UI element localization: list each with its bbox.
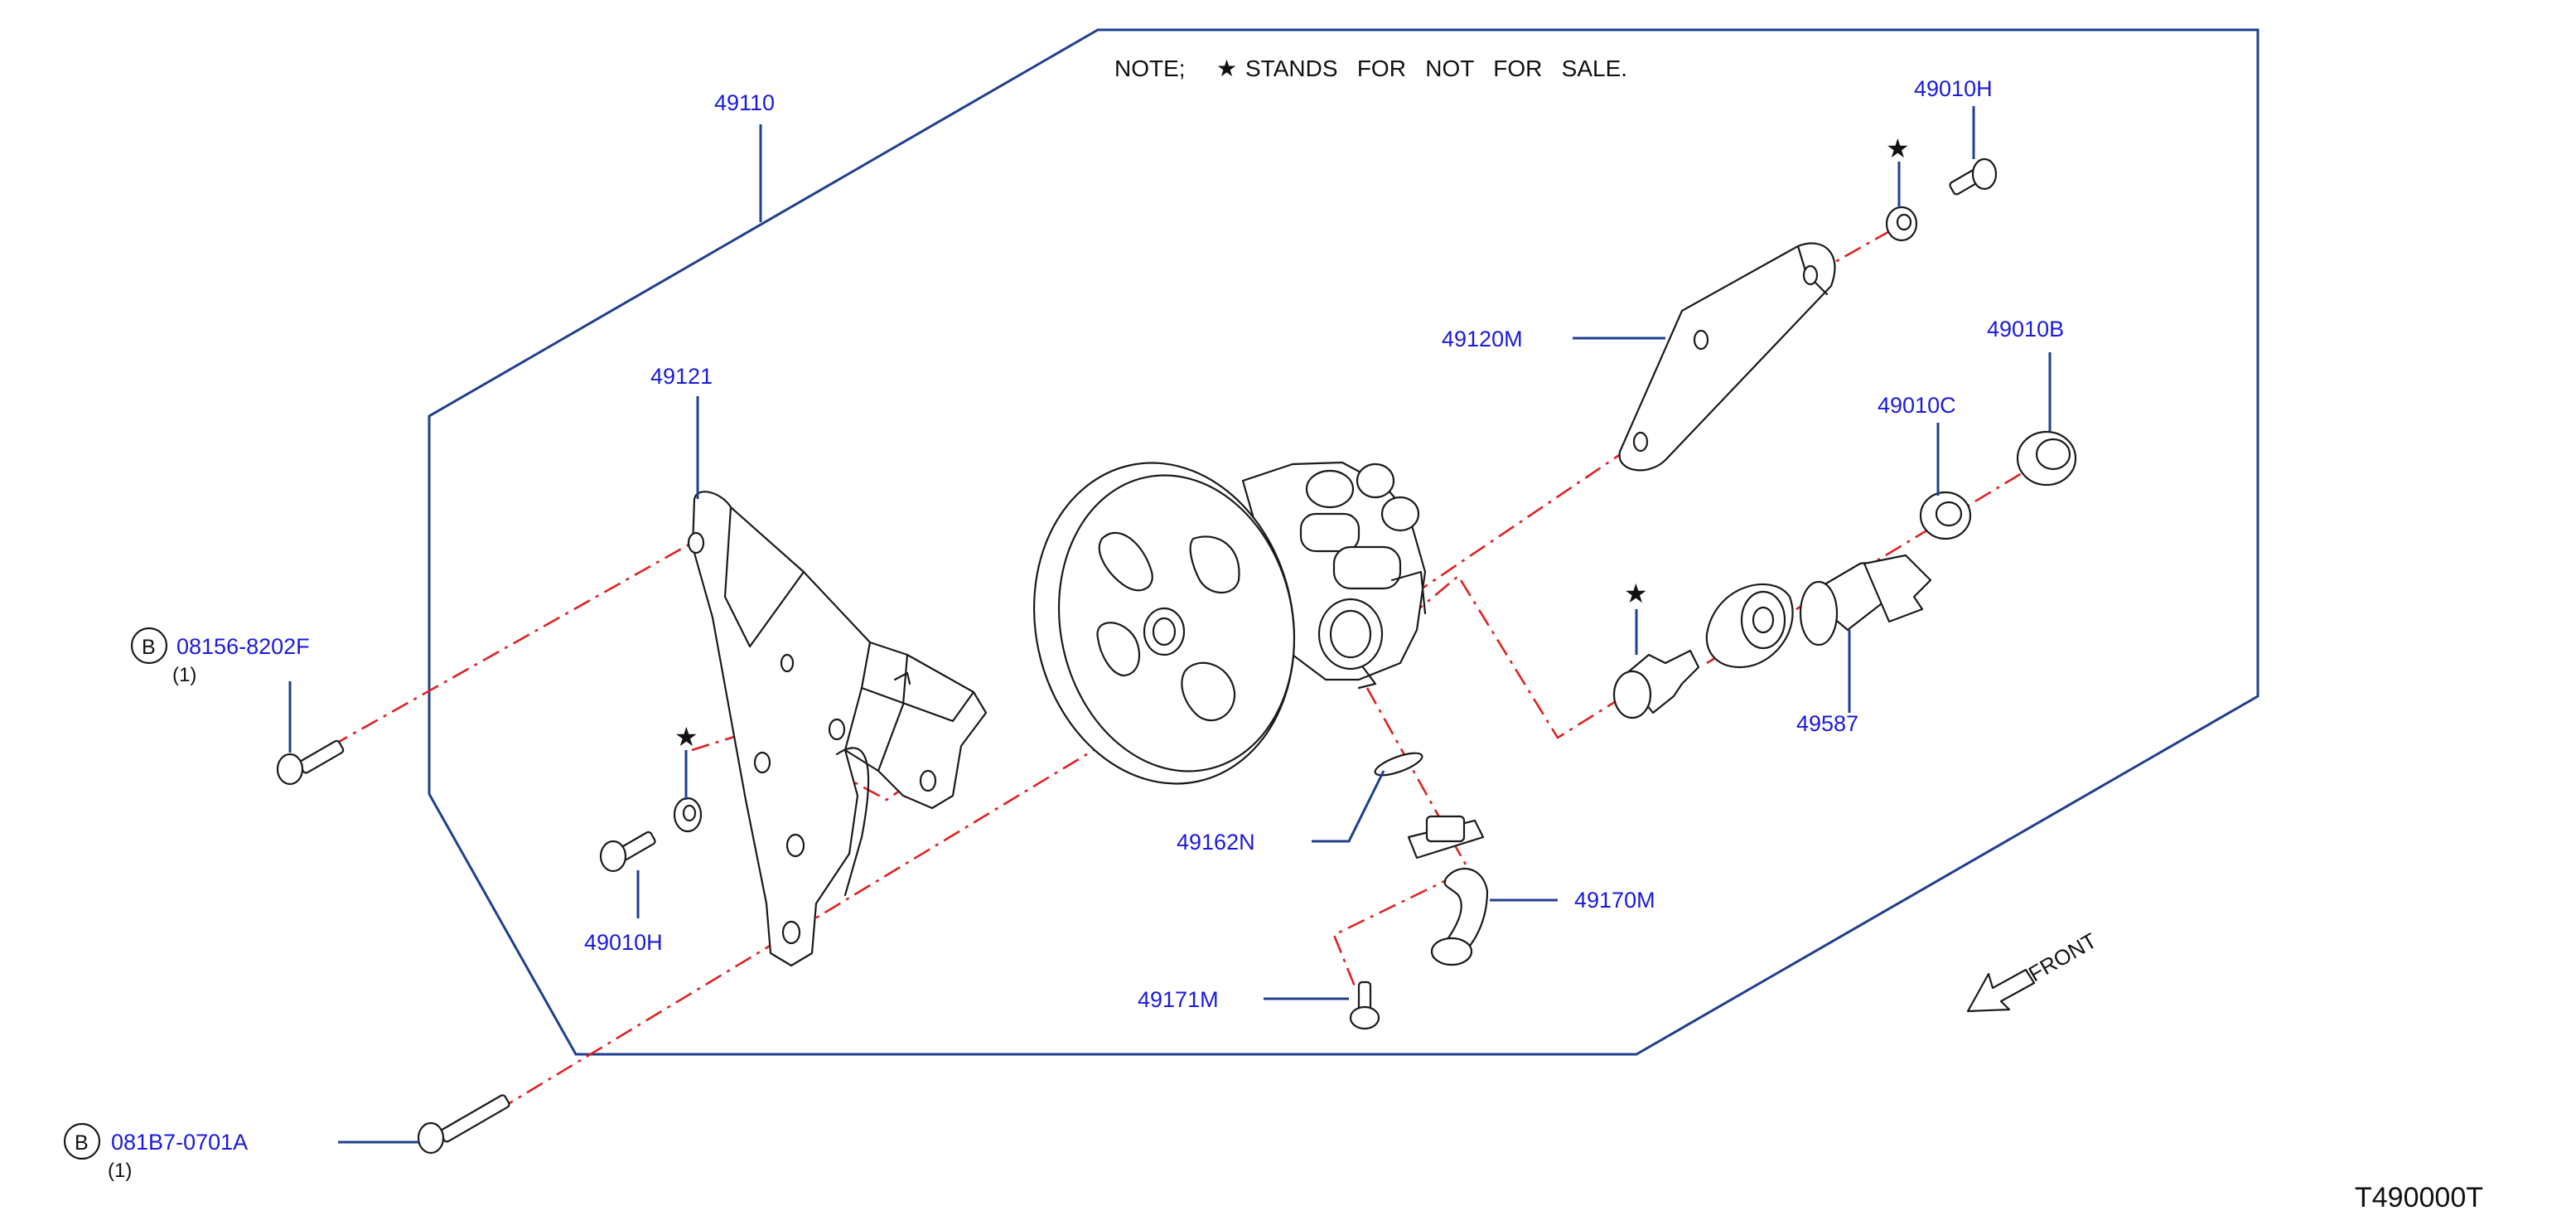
label-49010B: 49010B	[1987, 317, 2064, 341]
leader-lines	[288, 106, 2052, 1144]
label-49171M: 49171M	[1138, 987, 1219, 1012]
nut-49010B	[2016, 430, 2077, 487]
pump-body	[1241, 461, 1427, 690]
washer-49010C	[1919, 491, 1972, 540]
label-49120M: 49120M	[1442, 327, 1523, 351]
label-08156-qty: (1)	[172, 664, 196, 686]
label-49010H-left: 49010H	[584, 930, 663, 955]
bracket-49121	[687, 491, 988, 967]
diagram-code: T490000T	[2355, 1182, 2483, 1213]
label-49110: 49110	[714, 90, 775, 115]
assembly-frame	[428, 28, 2259, 1056]
washer-left	[673, 797, 703, 833]
label-49121: 49121	[650, 364, 713, 389]
front-arrow-icon	[1966, 968, 2036, 1013]
callout-circle-b-upper	[130, 627, 168, 665]
label-49170M: 49170M	[1574, 888, 1655, 913]
star-marker-switch: ★	[1624, 579, 1648, 608]
callout-b-upper: B	[142, 636, 156, 659]
washer-top	[1885, 206, 1918, 242]
callout-circle-b-lower	[63, 1122, 101, 1160]
label-08156-8202F: 08156-8202F	[176, 634, 310, 659]
label-49010C: 49010C	[1878, 393, 1956, 418]
label-49587: 49587	[1796, 711, 1858, 736]
bolt-081B7	[417, 1094, 510, 1155]
label-081B7-qty: (1)	[108, 1160, 132, 1182]
pulley	[1032, 462, 1296, 785]
connector-49587	[1612, 554, 1932, 719]
bolt-49010H-left	[599, 830, 656, 873]
bolt-49010H-top	[1949, 157, 1998, 196]
label-49010H-top: 49010H	[1914, 76, 1993, 101]
note-prefix: NOTE;	[1114, 56, 1186, 81]
star-marker-top: ★	[1886, 133, 1910, 163]
connector-49170M	[1407, 815, 1489, 966]
stay-49120M	[1618, 242, 1836, 472]
front-label: FRONT	[2024, 927, 2101, 986]
o-ring-49162N	[1374, 752, 1423, 777]
bolt-08156	[276, 739, 345, 786]
star-marker-left: ★	[674, 722, 698, 752]
label-081B7-0701A: 081B7-0701A	[111, 1130, 248, 1155]
note-star: ★	[1216, 56, 1237, 81]
callout-b-lower: B	[75, 1131, 89, 1155]
note-text: STANDS FOR NOT FOR SALE.	[1245, 56, 1627, 81]
bolt-49171M	[1349, 981, 1380, 1030]
label-49162N: 49162N	[1177, 830, 1255, 855]
